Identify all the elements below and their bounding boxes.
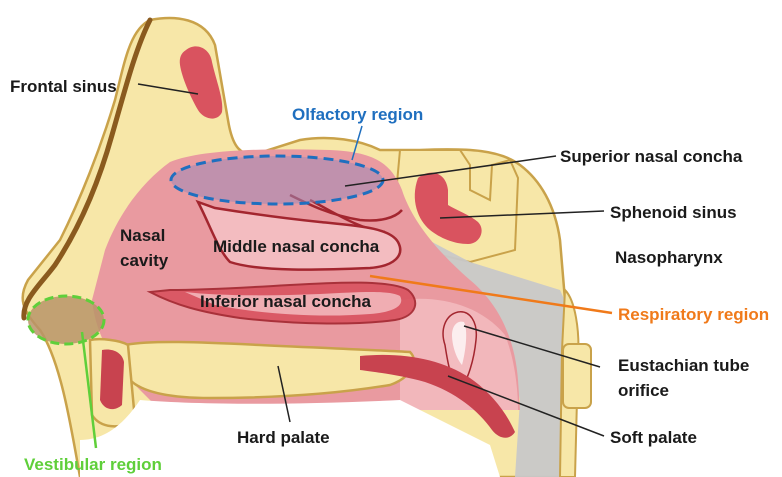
label-vestibular-region: Vestibular region [24,455,162,474]
label-hard-palate: Hard palate [237,428,330,447]
vertebra-block [563,344,591,408]
label-olfactory-region: Olfactory region [292,105,423,124]
label-eustachian-line2: orifice [618,381,669,400]
label-superior-concha: Superior nasal concha [560,147,743,166]
label-nasopharynx: Nasopharynx [615,248,723,267]
label-nasal-cavity-line1: Nasal [120,226,165,245]
label-nasal-cavity-line2: cavity [120,251,169,270]
label-respiratory-region: Respiratory region [618,305,769,324]
label-eustachian-line1: Eustachian tube [618,356,749,375]
label-sphenoid-sinus: Sphenoid sinus [610,203,737,222]
label-soft-palate: Soft palate [610,428,697,447]
vestibular-region-outline [28,296,104,344]
incisor-shape [100,350,124,410]
olfactory-region-outline [171,156,383,204]
label-middle-concha: Middle nasal concha [213,237,380,256]
label-inferior-concha: Inferior nasal concha [200,292,372,311]
label-frontal-sinus: Frontal sinus [10,77,117,96]
